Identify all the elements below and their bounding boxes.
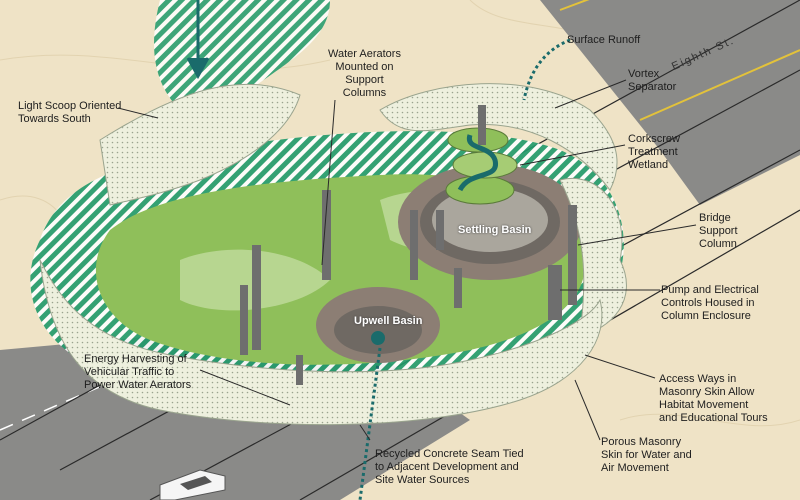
eighth-street-road	[540, 0, 800, 205]
car	[159, 469, 226, 500]
corkscrew-wetland-label: Corkscrew Treatment Wetland	[628, 133, 680, 171]
energy-harvesting-label: Energy Harvesting of Vehicular Traffic t…	[84, 353, 192, 391]
support-columns	[240, 105, 577, 385]
vortex-separator-label: Vortex Separator	[628, 68, 677, 93]
settling-basin-label: Settling Basin	[458, 224, 532, 236]
porous-masonry-label: Porous Masonry Skin for Water and Air Mo…	[601, 436, 692, 474]
flow-arrows	[186, 0, 571, 500]
light-scoop-label: Light Scoop Oriented Towards South	[18, 100, 122, 125]
bridge-support-label: Bridge Support Column	[699, 212, 738, 250]
settling-basin	[398, 164, 582, 280]
recycled-concrete-label: Recycled Concrete Seam Tied to Adjacent …	[375, 448, 524, 486]
water-aerators-label: Water Aerators Mounted on Support Column…	[328, 48, 401, 99]
pump-electrical-label: Pump and Electrical Controls Housed in C…	[661, 284, 759, 322]
upwell-basin	[316, 287, 440, 363]
surface-runoff-label: Surface Runoff	[567, 34, 641, 46]
leader-lines	[117, 79, 697, 441]
upwell-basin-label: Upwell Basin	[354, 315, 423, 327]
access-ways-label: Access Ways in Masonry Skin Allow Habita…	[659, 373, 768, 424]
